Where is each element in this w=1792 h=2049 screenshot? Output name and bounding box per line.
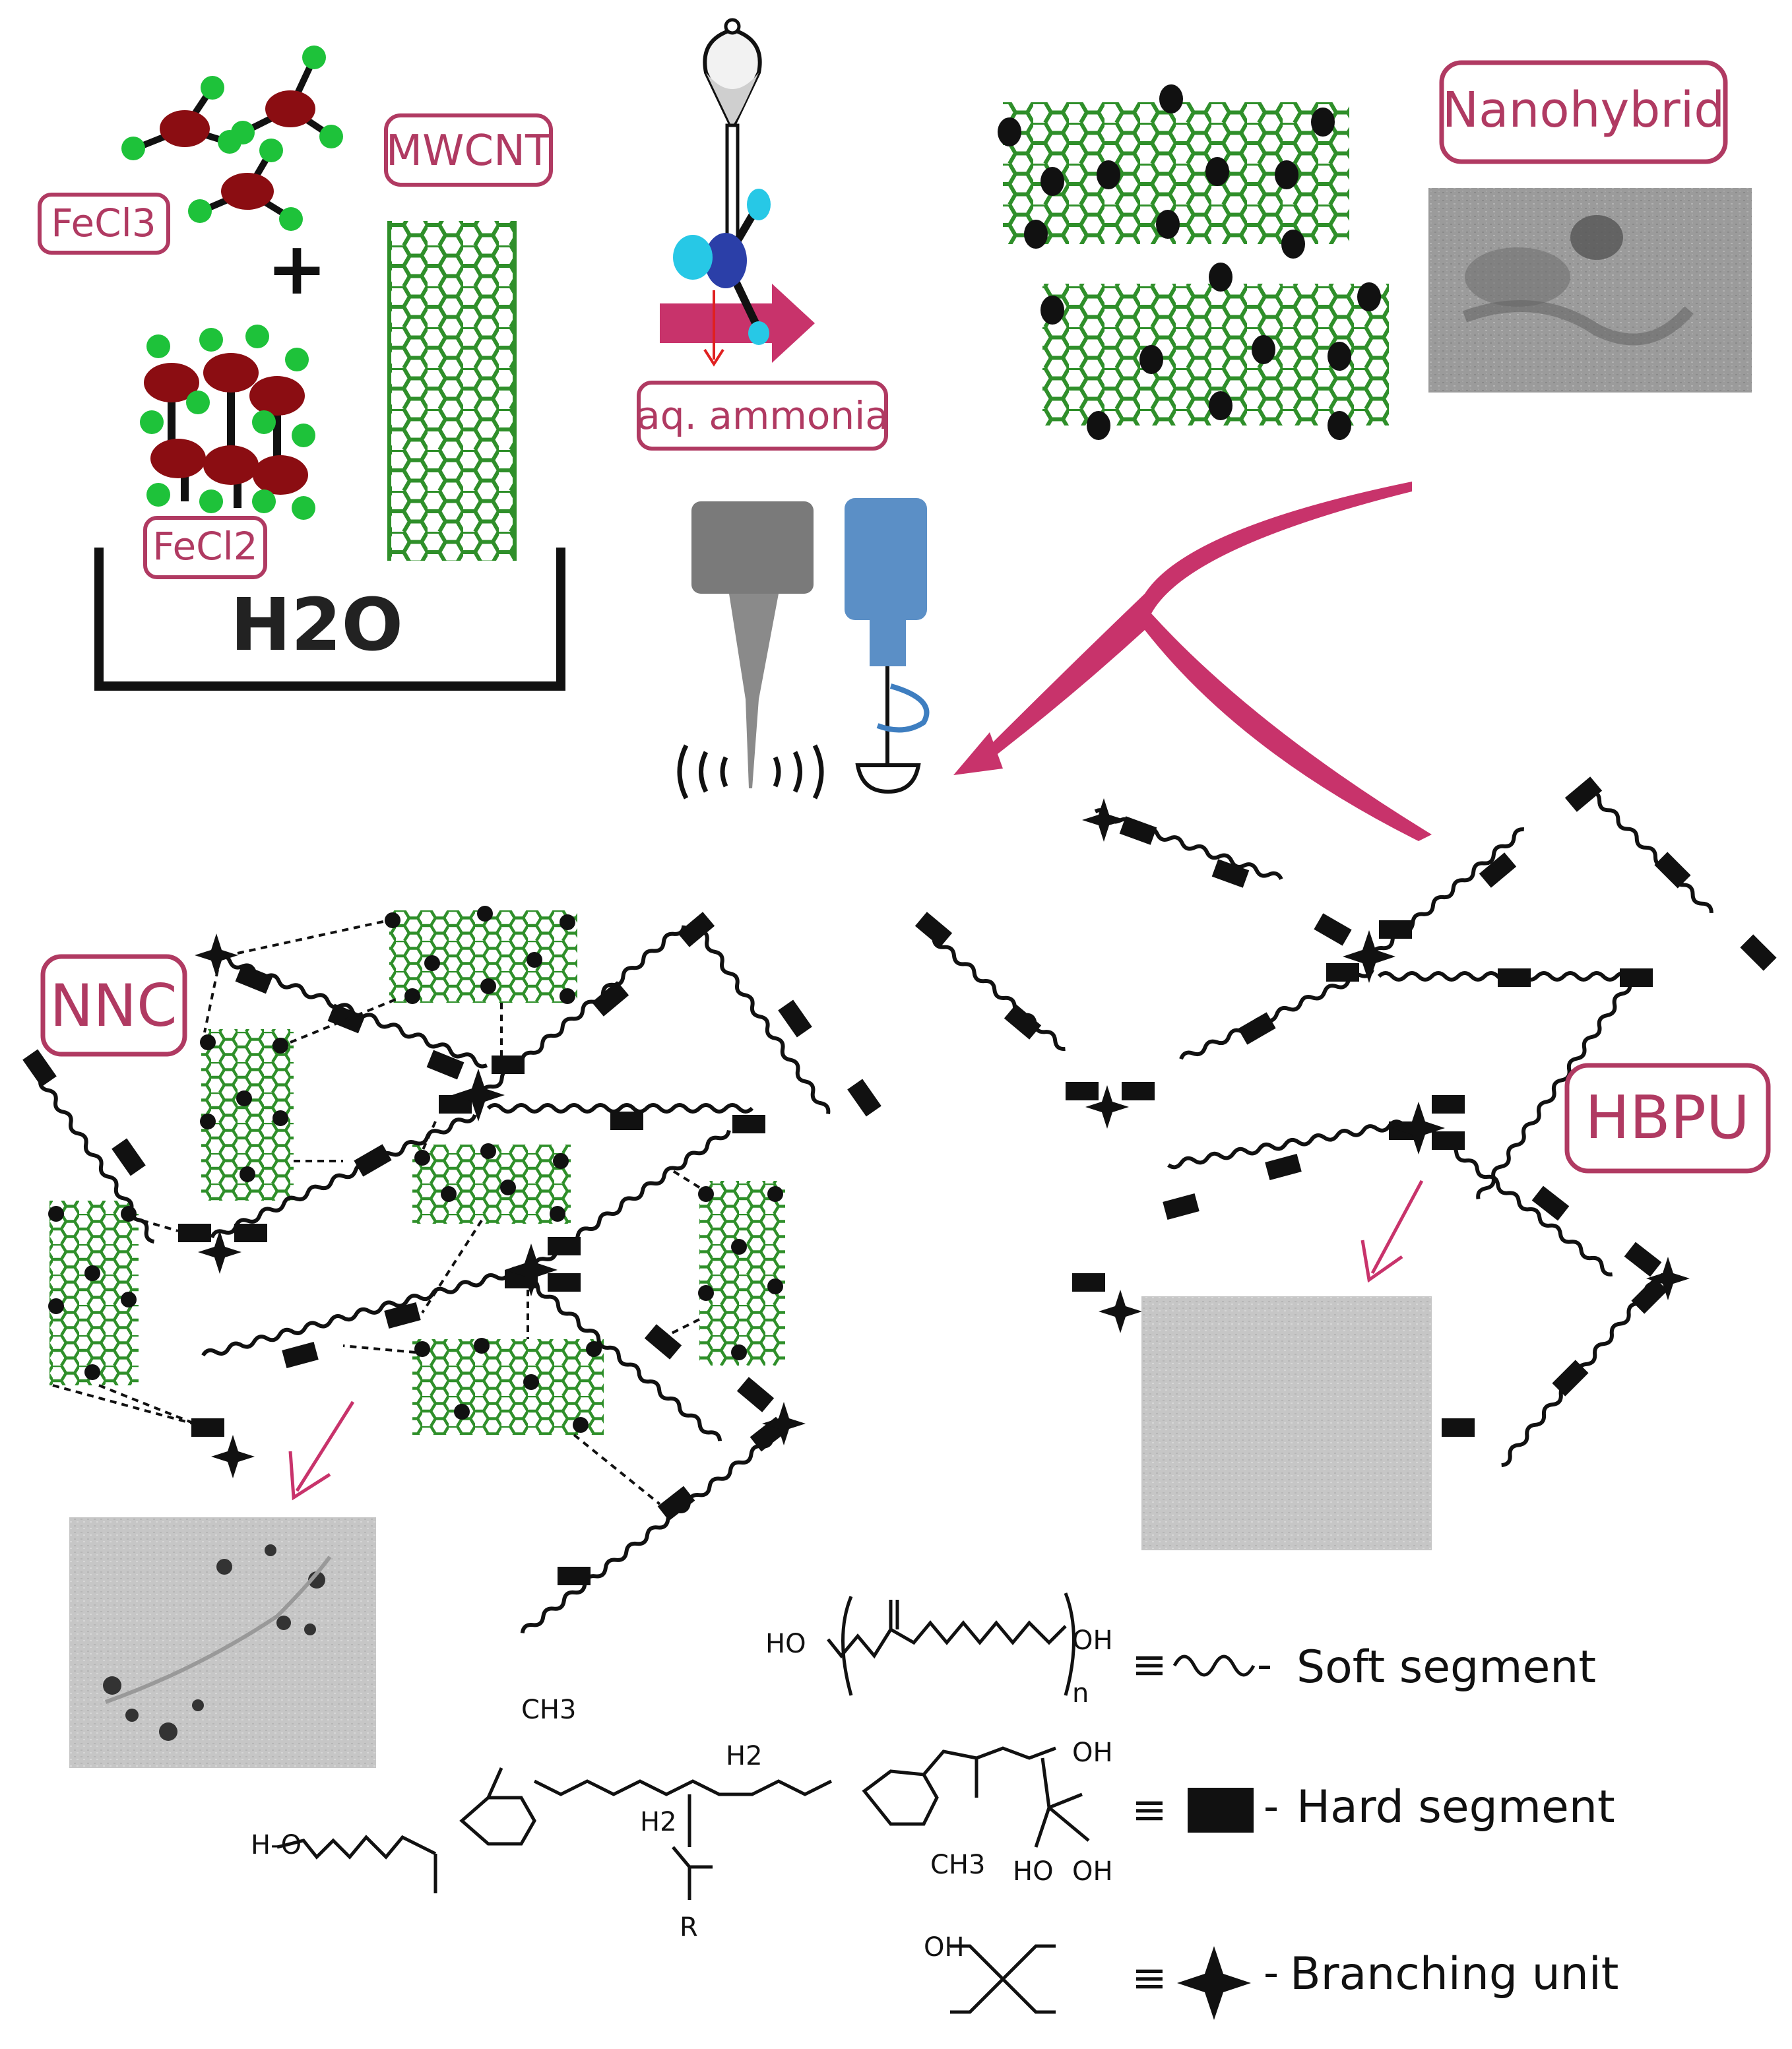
legend-soft-equiv: ≡ bbox=[1132, 1641, 1167, 1689]
svg-text:HBPU: HBPU bbox=[1585, 1083, 1750, 1152]
hard-r: R bbox=[680, 1912, 698, 1943]
hard-block-icon bbox=[1188, 1788, 1254, 1833]
legend-hard-dash: - bbox=[1264, 1782, 1279, 1831]
legend-branch-equiv: ≡ bbox=[1132, 1954, 1167, 2003]
soft-n: n bbox=[1072, 1678, 1089, 1709]
tem-image-nanohybrid bbox=[1428, 188, 1752, 393]
ammonia-molecule bbox=[673, 189, 771, 345]
svg-text:Nanohybrid: Nanohybrid bbox=[1442, 82, 1725, 139]
reaction-arrow bbox=[660, 284, 815, 363]
hbpu-branch-points bbox=[1082, 798, 1690, 1333]
beaker bbox=[94, 548, 565, 691]
hbpu-tem-arrow bbox=[1360, 1180, 1424, 1283]
branch-star-icon bbox=[1177, 1946, 1251, 2020]
legend-branch-label: Branching unit bbox=[1290, 1948, 1618, 2000]
legend-hard-equiv: ≡ bbox=[1132, 1786, 1167, 1835]
branch-unit-structure bbox=[950, 1944, 1056, 2014]
nnc-interaction-lines bbox=[52, 919, 701, 1505]
dropping-arrow bbox=[703, 290, 724, 367]
svg-text:MWCNT: MWCNT bbox=[386, 127, 552, 175]
legend-branch-dash: - bbox=[1264, 1949, 1279, 1998]
sonicator-probe bbox=[677, 501, 824, 800]
svg-text:NNC: NNC bbox=[49, 972, 177, 1040]
soft-segment-structure bbox=[827, 1592, 1075, 1696]
svg-text:FeCl3: FeCl3 bbox=[51, 201, 156, 245]
hard-h2a: H2 bbox=[726, 1741, 763, 1771]
hard-oh3: OH bbox=[1072, 1856, 1113, 1887]
mwcnt-tube bbox=[387, 221, 517, 561]
hard-h2b: H2 bbox=[640, 1807, 677, 1837]
nnc-tem-arrow bbox=[288, 1401, 355, 1501]
legend-soft-dash: - bbox=[1257, 1641, 1272, 1689]
plus-sign: + bbox=[267, 226, 327, 311]
hbpu-hard-segments bbox=[914, 776, 1777, 1437]
nnc-hard-segments bbox=[22, 912, 881, 1585]
label-fecl2: FeCl2 bbox=[143, 516, 267, 579]
nanohybrid-sheets bbox=[998, 84, 1389, 440]
hard-ch3b: CH3 bbox=[930, 1850, 985, 1880]
label-nanohybrid: Nanohybrid bbox=[1439, 60, 1728, 164]
label-hbpu: HBPU bbox=[1564, 1063, 1771, 1174]
fecl2-lattice bbox=[140, 325, 315, 520]
water-label: H2O bbox=[230, 583, 403, 667]
fecl3-molecules bbox=[121, 46, 343, 231]
svg-text:FeCl2: FeCl2 bbox=[152, 524, 257, 569]
hard-ho: H-O bbox=[251, 1830, 302, 1860]
hard-oh1: OH bbox=[1072, 1738, 1113, 1768]
legend-soft-label: Soft segment bbox=[1296, 1641, 1596, 1693]
nnc-tubes bbox=[48, 906, 785, 1435]
hard-ch3a: CH3 bbox=[521, 1695, 576, 1725]
tem-image-hbpu bbox=[1141, 1296, 1432, 1550]
legend-hard: ≡ - Hard segment bbox=[1132, 1781, 1615, 1835]
label-ammonia: aq. ammonia bbox=[637, 381, 889, 451]
tem-image-nnc bbox=[69, 1517, 376, 1768]
svg-text:aq. ammonia: aq. ammonia bbox=[637, 393, 889, 438]
label-fecl3: FeCl3 bbox=[38, 193, 170, 255]
nnc-branch-points bbox=[195, 933, 806, 1478]
curved-arrow bbox=[953, 482, 1432, 841]
hard-oh2: HO bbox=[1013, 1856, 1054, 1887]
mechanical-stirrer bbox=[845, 498, 930, 794]
legend-soft: ≡ - Soft segment bbox=[1132, 1641, 1596, 1693]
hard-segment-structure bbox=[276, 1746, 1090, 1900]
label-nnc: NNC bbox=[40, 954, 187, 1057]
soft-ho: HO bbox=[765, 1629, 806, 1659]
label-mwcnt: MWCNT bbox=[384, 113, 553, 187]
branch-oh: OH bbox=[924, 1932, 965, 1963]
legend-branch: ≡ - Branching unit bbox=[1132, 1946, 1618, 2020]
beaker-group: H2O bbox=[94, 548, 565, 691]
soft-wave-icon bbox=[1172, 1655, 1256, 1677]
soft-oh: OH bbox=[1072, 1625, 1113, 1656]
legend-hard-label: Hard segment bbox=[1296, 1781, 1615, 1833]
